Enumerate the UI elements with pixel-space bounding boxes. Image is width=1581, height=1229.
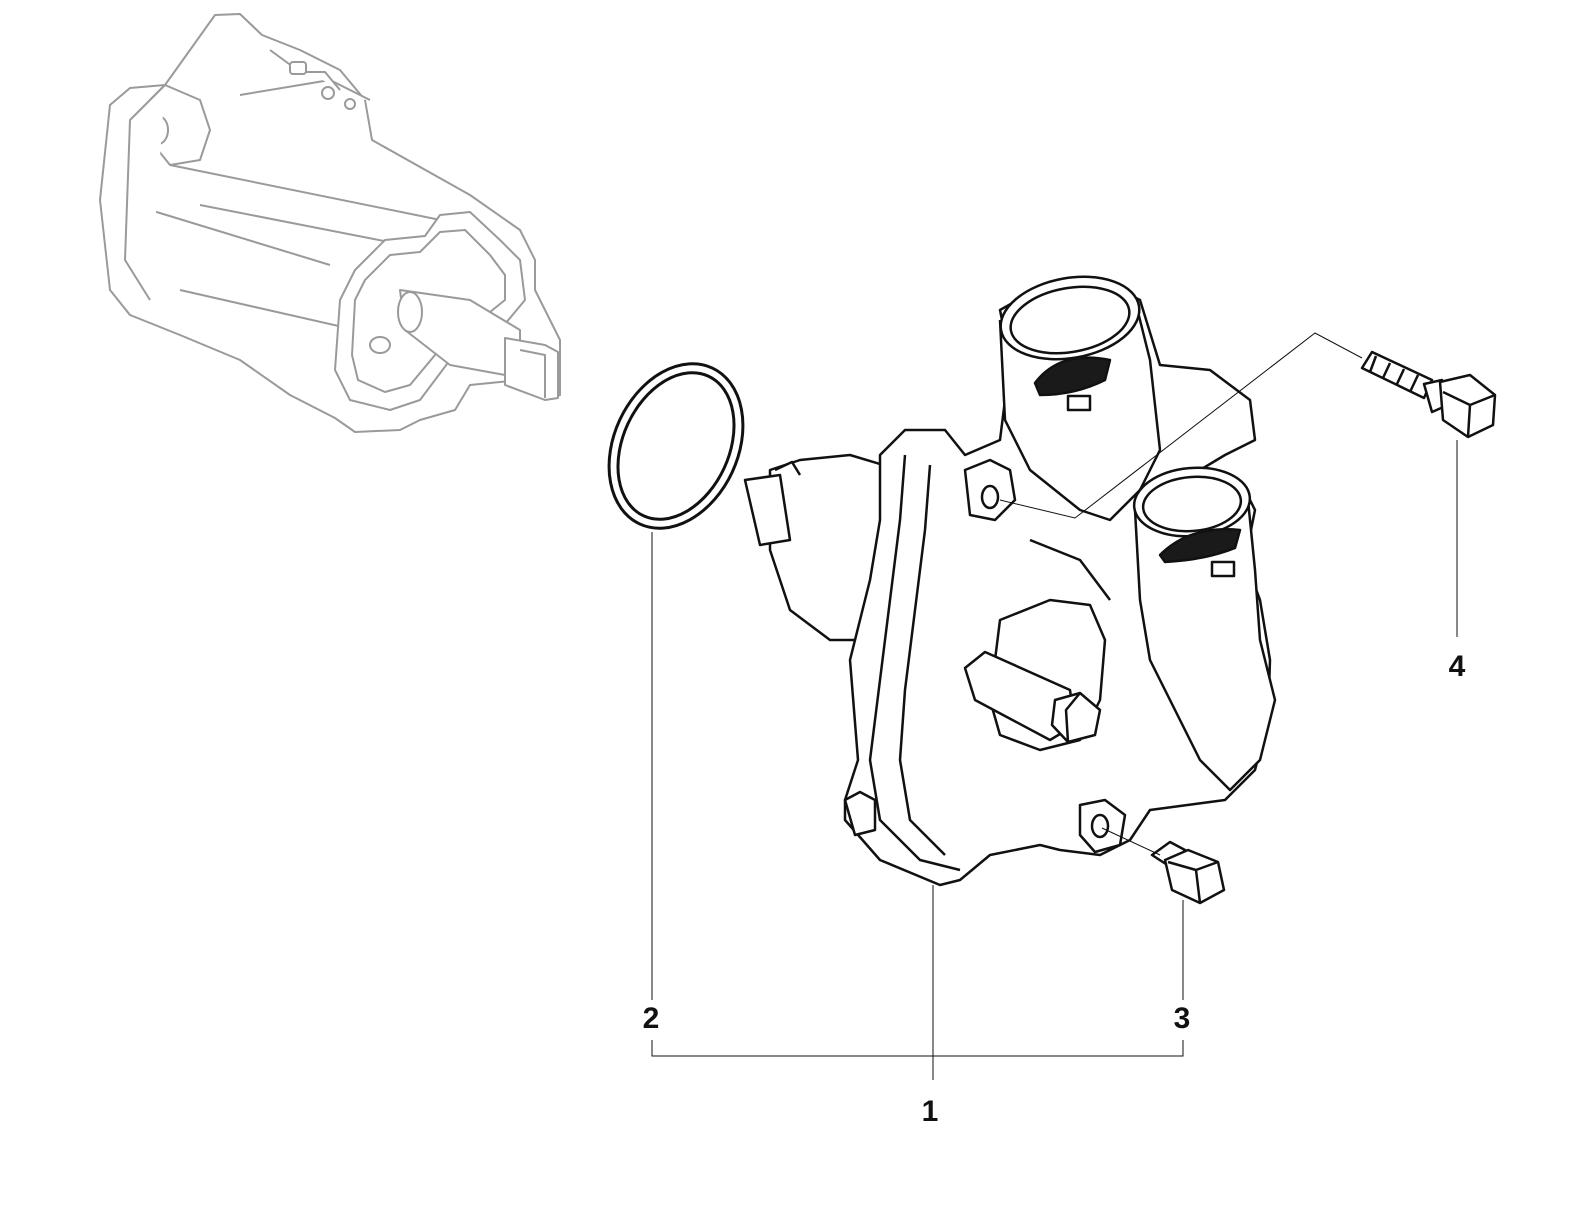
- callout-3: 3: [1173, 1002, 1191, 1035]
- o-ring-part-2: [607, 362, 745, 530]
- vacuum-pump-ghost: [99, 13, 561, 433]
- short-bolt-part-3: [1150, 840, 1226, 905]
- long-bolt-part-4: [1360, 350, 1497, 439]
- leader-lines: [651, 332, 1458, 1080]
- callout-2: 2: [642, 1002, 660, 1035]
- water-pump-housing-part-1: [743, 275, 1277, 887]
- callout-4: 4: [1448, 650, 1466, 683]
- callout-1: 1: [921, 1095, 939, 1128]
